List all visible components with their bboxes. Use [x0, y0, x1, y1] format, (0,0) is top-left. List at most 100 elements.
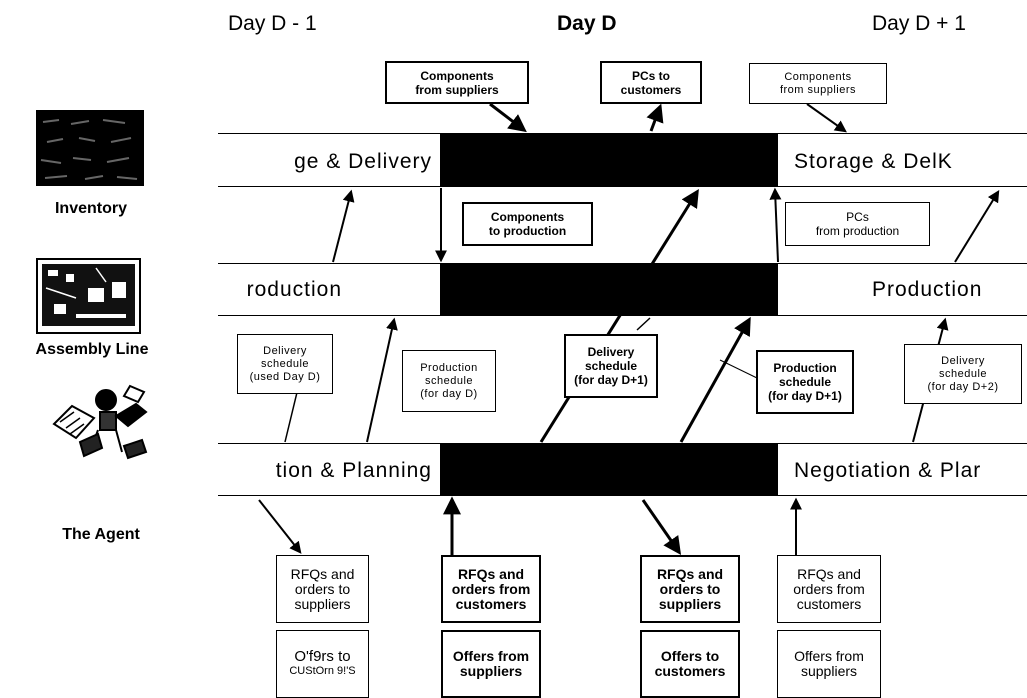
box-line: Offers from	[794, 648, 864, 664]
box-line: suppliers	[294, 595, 351, 612]
box-delivery-schedule-day-d: Delivery schedule (used Day D)	[237, 334, 333, 394]
box-line: customers	[796, 595, 862, 612]
box-offers-to-customers: Offers to customers	[640, 630, 740, 698]
assembly-line-icon	[36, 258, 141, 334]
storage-right-label-clip: Storage & DelK	[780, 150, 1027, 176]
box-line: Delivery	[587, 345, 635, 359]
box-line: CUStOrn 9!'S	[289, 665, 356, 677]
box-line: PCs	[846, 210, 869, 224]
arrow-pcs-out-storage	[646, 103, 664, 132]
box-line: RFQs and	[290, 565, 355, 582]
negotiation-right-label-clip: Negotiation & Plar	[780, 459, 1027, 485]
box-pcs-from-production: PCs from production	[785, 202, 930, 246]
production-left-label-clip: roduction	[218, 278, 438, 304]
arrow-to-rfq-suppliers-bold	[641, 499, 682, 555]
arrow-negotiation-to-production-left	[366, 317, 398, 443]
box-line: suppliers	[658, 595, 722, 612]
assembly-line-label: Assembly Line	[35, 341, 149, 358]
negotiation-day-d-block	[440, 443, 778, 496]
arrow-production-to-storage-right	[954, 189, 1000, 263]
box-line: Delivery	[263, 344, 307, 357]
box-line: RFQs and	[797, 565, 861, 582]
box-line: Offers from	[452, 648, 530, 664]
box-line: schedule	[938, 367, 988, 380]
arrow-to-rfq-left	[258, 499, 302, 554]
arrow-production-to-storage-center	[636, 317, 651, 331]
box-line: customers	[654, 663, 726, 679]
box-line: schedule	[584, 359, 638, 373]
header-day-after: Day D + 1	[872, 12, 966, 35]
pointer-production-schedule-d1	[719, 359, 758, 379]
box-components-to-production: Components to production	[462, 202, 593, 246]
box-rfq-orders-from-customers-right: RFQs and orders from customers	[777, 555, 881, 623]
agent-icon	[52, 384, 148, 460]
box-line: (used Day D)	[249, 370, 321, 383]
box-line: orders from	[451, 580, 531, 597]
production-right-label: Production	[872, 278, 983, 301]
negotiation-left-label-clip: tion & Planning	[218, 459, 438, 485]
inventory-label: Inventory	[54, 200, 127, 217]
box-line: orders to	[659, 580, 721, 597]
arrow-production-schedule-up	[679, 316, 751, 443]
box-line: schedule	[778, 375, 832, 389]
production-day-d-block	[440, 263, 778, 316]
box-offers-to-customers-left: O'f9rs to CUStOrn 9!'S	[276, 630, 369, 698]
negotiation-left-label: tion & Planning	[275, 459, 432, 482]
box-delivery-schedule-d1: Delivery schedule (for day D+1)	[564, 334, 658, 398]
box-rfq-orders-to-suppliers: RFQs and orders to suppliers	[640, 555, 740, 623]
box-line: (for day D+1)	[574, 373, 648, 387]
box-components-from-suppliers-right: Components from suppliers	[749, 63, 887, 104]
box-line: from suppliers	[779, 83, 857, 96]
box-line: Components	[490, 210, 565, 224]
box-line: O'f9rs to	[294, 648, 351, 665]
arrow-components-right-into-storage	[806, 103, 847, 133]
box-line: schedule	[424, 374, 474, 387]
storage-left-label: ge & Delivery	[294, 150, 432, 173]
box-line: from suppliers	[415, 82, 499, 97]
box-line: schedule	[260, 357, 310, 370]
storage-right-label: Storage & DelK	[794, 150, 953, 173]
box-production-schedule-day-d: Production schedule (for day D)	[402, 350, 496, 412]
box-line: (for day D)	[420, 387, 478, 400]
box-offers-from-suppliers: Offers from suppliers	[441, 630, 541, 698]
box-rfq-orders-from-customers: RFQs and orders from customers	[441, 555, 541, 623]
box-pcs-to-customers: PCs to customers	[600, 61, 702, 104]
box-line: PCs to	[631, 68, 670, 83]
production-right-label-clip: Production	[780, 278, 1027, 304]
inventory-icon	[36, 110, 144, 186]
box-line: Production	[420, 361, 478, 374]
box-rfq-orders-to-suppliers-left: RFQs and orders to suppliers	[276, 555, 369, 623]
box-line: Production	[773, 361, 837, 375]
box-line: to production	[488, 224, 567, 238]
box-line: customers	[620, 82, 682, 97]
box-line: from production	[815, 224, 900, 238]
box-offers-from-suppliers-right: Offers from suppliers	[777, 630, 881, 698]
box-line: orders from	[793, 580, 865, 597]
box-components-from-suppliers: Components from suppliers	[385, 61, 529, 104]
box-delivery-schedule-d2: Delivery schedule (for day D+2)	[904, 344, 1022, 404]
box-line: suppliers	[800, 663, 858, 679]
box-line: Delivery	[941, 354, 985, 367]
box-line: RFQs and	[656, 565, 724, 582]
box-production-schedule-d1: Production schedule (for day D+1)	[756, 350, 854, 414]
header-day-d: Day D	[557, 12, 617, 35]
production-left-label: roduction	[246, 278, 342, 301]
box-line: suppliers	[459, 663, 523, 679]
arrow-delivery-schedule-up	[539, 188, 699, 443]
storage-day-d-block	[440, 133, 778, 187]
storage-left-label-clip: ge & Delivery	[218, 150, 438, 176]
arrow-pcs-from-production	[769, 187, 782, 263]
box-line: Components	[420, 68, 494, 83]
box-line: Offers to	[660, 648, 720, 664]
header-day-before: Day D - 1	[228, 12, 317, 35]
arrow-delivery-d-left-up	[332, 189, 355, 263]
box-line: RFQs and	[457, 565, 525, 582]
box-line: orders to	[294, 580, 351, 597]
box-line: (for day D+1)	[768, 389, 842, 403]
box-line: customers	[455, 595, 527, 612]
negotiation-right-label: Negotiation & Plar	[794, 459, 982, 482]
arrow-components-into-storage	[489, 102, 527, 133]
box-line: (for day D+2)	[927, 380, 999, 393]
